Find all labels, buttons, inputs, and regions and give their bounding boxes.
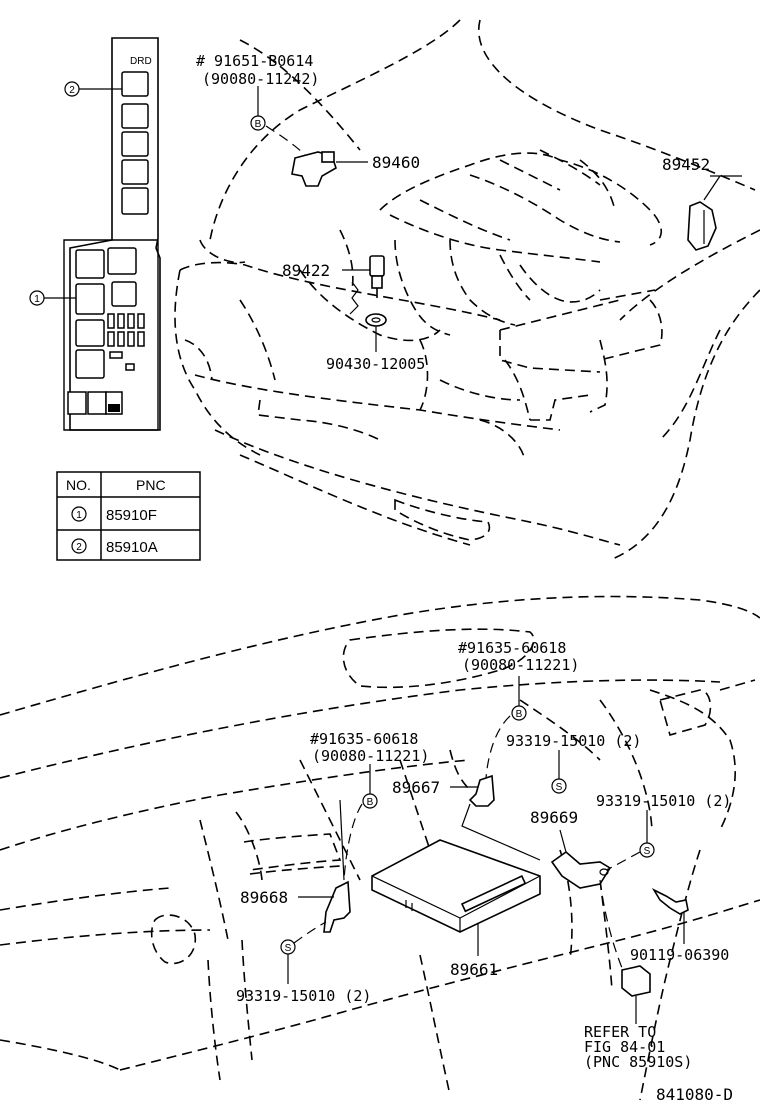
callout-2: 2: [64, 81, 122, 97]
part-number-89667: 89667: [392, 778, 440, 797]
pnc-table-header-pnc: PNC: [136, 477, 166, 493]
bolt-b-left-part-number: #91635-60618: [310, 730, 418, 748]
bracket-89668: [298, 799, 351, 933]
refer-line-3: (PNC 85910S): [584, 1053, 692, 1071]
bolt-90119: [651, 888, 689, 944]
bolt-b-left-alt-number: (90080-11221): [312, 747, 429, 765]
part-number-89460: 89460: [372, 153, 420, 172]
svg-text:2: 2: [69, 85, 75, 96]
part-number-89668: 89668: [240, 888, 288, 907]
sensor-89460: [291, 151, 368, 187]
screw-s-right: S: [605, 810, 655, 871]
refer-line-2: FIG 84-01: [584, 1038, 665, 1056]
refer-line-1: REFER TO: [584, 1023, 656, 1041]
bolt-b-upper: B: [250, 86, 306, 156]
svg-text:B: B: [255, 119, 262, 130]
callout-1: 1: [29, 290, 76, 306]
part-number-89669: 89669: [530, 808, 578, 827]
sensor-89452: [687, 175, 742, 251]
bolt-b-top-alt-number: (90080-11221): [462, 656, 579, 674]
ecu-89661: [371, 839, 541, 956]
pnc-table-header-no: NO.: [66, 477, 91, 493]
svg-text:S: S: [556, 782, 563, 793]
screw-s-right-part-number: 93319-15010 (2): [596, 792, 731, 810]
screw-s-upper-part-number: 93319-15010 (2): [506, 732, 641, 750]
pnc-table: NO. PNC 1 85910F 2 85910A: [56, 471, 201, 561]
part-number-90119: 90119-06390: [630, 946, 729, 964]
screw-s-upper: S: [551, 750, 567, 794]
sensor-89422: [342, 255, 385, 315]
relay-referenced: [599, 879, 651, 1024]
bracket-89667: [450, 774, 541, 861]
svg-text:1: 1: [34, 294, 40, 305]
bracket-89669: [550, 829, 612, 889]
bolt-b-top: B: [485, 676, 527, 779]
bolt-b-upper-alt-number: (90080-11242): [202, 70, 319, 88]
svg-text:B: B: [367, 797, 374, 808]
svg-text:S: S: [644, 846, 651, 857]
pnc-table-row-2-no: 2: [76, 542, 82, 553]
pnc-table-row-1-pnc: 85910F: [106, 507, 157, 524]
bolt-b-left: B: [343, 764, 378, 881]
svg-text:B: B: [516, 709, 523, 720]
figure-id: 841080-D: [656, 1085, 733, 1104]
pnc-table-row-2-pnc: 85910A: [106, 539, 158, 556]
washer-90430: [365, 313, 387, 352]
screw-s-left-part-number: 93319-15010 (2): [236, 987, 371, 1005]
bolt-b-top-part-number: #91635-60618: [458, 639, 566, 657]
fuse-box: DRD: [63, 37, 161, 431]
bolt-b-upper-part-number: # 91651-B0614: [196, 52, 313, 70]
relay-label: DRD: [130, 56, 152, 67]
part-number-89422: 89422: [282, 261, 330, 280]
screw-s-left: S: [280, 921, 327, 984]
dashboard-illustration: [0, 595, 760, 1101]
engine-bay-illustration: [174, 19, 760, 561]
part-number-89661: 89661: [450, 960, 498, 979]
part-number-89452: 89452: [662, 155, 710, 174]
svg-text:S: S: [285, 943, 292, 954]
part-number-90430: 90430-12005: [326, 355, 425, 373]
pnc-table-row-1-no: 1: [76, 510, 82, 521]
